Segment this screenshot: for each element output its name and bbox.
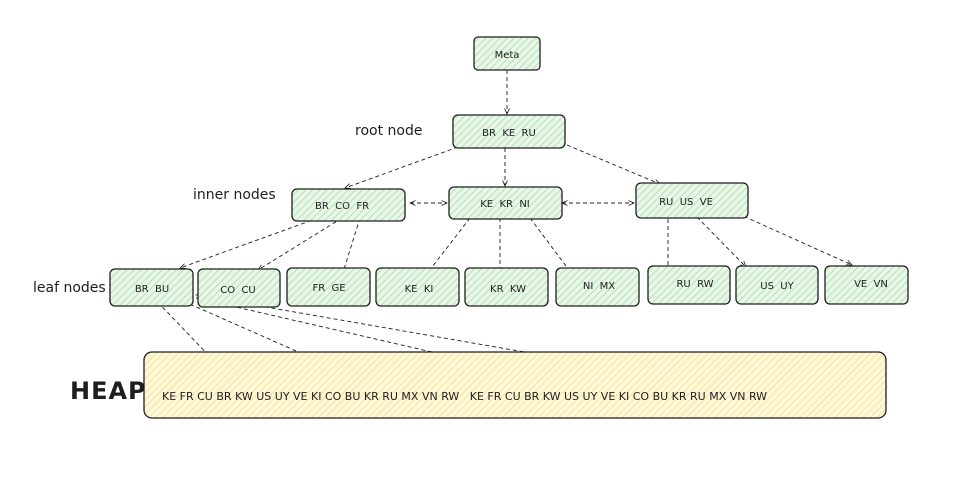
heap-title: HEAP	[70, 377, 147, 405]
leaf-node	[555, 267, 640, 307]
root-node	[452, 114, 566, 149]
leaf-node-keys: NI MX	[583, 281, 615, 292]
edge-inner1-leaf2	[258, 217, 343, 270]
leaf-node	[735, 265, 819, 305]
inner-node	[635, 182, 749, 219]
edge-root-inner-3	[566, 144, 660, 184]
edge-inner3-leaf8	[691, 211, 746, 267]
inner-nodes-label: inner nodes	[193, 187, 276, 203]
edge-inner3-leaf9	[711, 201, 852, 265]
meta-node	[473, 36, 541, 71]
edge-inner1-leaf1	[180, 217, 319, 268]
leaf-node-keys: RU RW	[676, 279, 713, 290]
leaf-node	[464, 267, 549, 307]
edge-root-inner-1	[345, 146, 459, 188]
leaf-node	[197, 268, 281, 308]
leaf-node-keys: VE VN	[854, 279, 888, 290]
inner-node	[291, 188, 406, 222]
meta-label: Meta	[495, 50, 520, 61]
inner-node-keys: KE KR NI	[480, 199, 530, 210]
inner-node	[448, 186, 563, 220]
leaf-node	[375, 267, 460, 307]
inner-node-keys: BR CO FR	[315, 201, 369, 212]
leaf-node-keys: FR GE	[312, 283, 345, 294]
root-node-label: root node	[355, 123, 422, 139]
leaf-node-keys: CO CU	[220, 285, 256, 296]
leaf-node	[286, 267, 371, 307]
leaf-node	[647, 265, 731, 305]
heap-rows: KE FR CU BR KW US UY VE KI CO BU KR RU M…	[162, 390, 767, 403]
leaf-nodes-label: leaf nodes	[33, 280, 106, 296]
heap-box	[143, 351, 887, 419]
leaf-node-keys: KR KW	[490, 284, 526, 295]
leaf-node	[824, 265, 909, 305]
root-node-keys: BR KE RU	[482, 128, 536, 139]
inner-node-keys: RU US VE	[659, 197, 713, 208]
leaf-node	[109, 268, 194, 307]
leaf-node-keys: US UY	[760, 281, 794, 292]
leaf-node-keys: BR BU	[135, 284, 169, 295]
leaf-node-keys: KE KI	[405, 284, 434, 295]
